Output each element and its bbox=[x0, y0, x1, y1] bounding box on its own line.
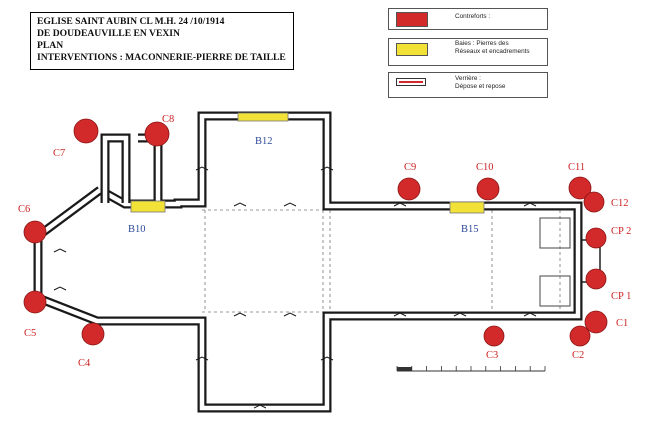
legend-box-2 bbox=[388, 38, 548, 66]
buttress-c10-label: C10 bbox=[476, 162, 494, 173]
wall-hatch-4 bbox=[233, 312, 247, 317]
buttress-c10-mark bbox=[476, 177, 500, 201]
wall-hatch-8 bbox=[523, 312, 537, 317]
buttress-c4-label: C4 bbox=[78, 358, 91, 369]
chancel-box-upper bbox=[539, 217, 571, 249]
buttress-cp1-label: CP 1 bbox=[611, 291, 631, 302]
buttress-c11-mark bbox=[568, 176, 592, 200]
wall-hatch-13 bbox=[195, 356, 209, 361]
wall-hatch-1 bbox=[283, 202, 297, 207]
bay-b15-label: B15 bbox=[461, 224, 479, 235]
chancel-box-lower bbox=[539, 275, 571, 307]
wall-outer-1 bbox=[100, 133, 131, 203]
buttress-c9-label: C9 bbox=[404, 162, 416, 173]
buttress-swatch-icon bbox=[396, 12, 428, 27]
wall-hatch-7 bbox=[453, 312, 467, 317]
bay-b10-label: B10 bbox=[128, 224, 146, 235]
buttress-c4-mark bbox=[81, 322, 105, 346]
buttress-c5-label: C5 bbox=[24, 328, 36, 339]
wall-hatch-2 bbox=[393, 202, 407, 207]
verriere-swatch-icon bbox=[396, 78, 426, 86]
wall-outer-0 bbox=[33, 111, 583, 413]
buttress-c12-mark bbox=[583, 191, 605, 213]
buttress-cp2-mark bbox=[585, 227, 607, 249]
buttress-c5-mark bbox=[23, 290, 47, 314]
buttress-cp2-label: CP 2 bbox=[611, 226, 631, 237]
wall-hatch-14 bbox=[320, 356, 334, 361]
buttress-c12-label: C12 bbox=[611, 198, 629, 209]
legend-label-baies: Baies : Pierres des Réseaux et encadreme… bbox=[455, 40, 530, 55]
wall-inner-1 bbox=[102, 135, 129, 203]
title-line-1: EGLISE SAINT AUBIN CL M.H. 24 /10/1914 bbox=[37, 16, 225, 27]
buttress-c6-label: C6 bbox=[18, 204, 30, 215]
buttress-c7-label: C7 bbox=[53, 148, 65, 159]
bay-b10-mark bbox=[130, 200, 166, 213]
buttress-c7-mark bbox=[73, 118, 99, 144]
legend-label-verriere: Verrière : Dépose et repose bbox=[455, 75, 506, 90]
buttress-c3-label: C3 bbox=[486, 350, 498, 361]
buttress-c8-mark bbox=[144, 121, 170, 147]
legend-label-contreforts: Contreforts : bbox=[455, 13, 491, 20]
title-block: EGLISE SAINT AUBIN CL M.H. 24 /10/1914 D… bbox=[30, 12, 294, 70]
wall-hatch-6 bbox=[393, 312, 407, 317]
wall-hatch-11 bbox=[195, 166, 209, 171]
wall-hatch-10 bbox=[253, 404, 267, 409]
bay-b15-mark bbox=[449, 201, 485, 214]
title-line-4: INTERVENTIONS : MACONNERIE-PIERRE DE TAI… bbox=[37, 52, 286, 63]
legend-box-1 bbox=[388, 8, 548, 30]
wall-hatch-0 bbox=[233, 202, 247, 207]
scale-bar-fill bbox=[397, 367, 412, 371]
buttress-c1-label: C1 bbox=[616, 318, 628, 329]
buttress-cp1-mark bbox=[585, 268, 607, 290]
buttress-c1-mark bbox=[584, 310, 608, 334]
buttress-c2-label: C2 bbox=[572, 350, 584, 361]
wall-hatch-12 bbox=[320, 166, 334, 171]
buttress-c9-mark bbox=[397, 177, 421, 201]
buttress-c8-label: C8 bbox=[162, 114, 174, 125]
buttress-c3-mark bbox=[483, 325, 505, 347]
wall-hatch-5 bbox=[283, 312, 297, 317]
buttress-c2-mark bbox=[569, 325, 591, 347]
wall-inner-0 bbox=[35, 113, 581, 411]
wall-outer-2 bbox=[138, 133, 163, 203]
bay-b12-mark bbox=[237, 112, 289, 122]
wall-hatch-3 bbox=[523, 202, 537, 207]
buttress-c11-label: C11 bbox=[568, 162, 585, 173]
title-line-2: DE DOUDEAUVILLE EN VEXIN bbox=[37, 28, 180, 39]
bay-b12-label: B12 bbox=[255, 136, 273, 147]
legend-box-3 bbox=[388, 72, 548, 98]
buttress-c6-mark bbox=[23, 220, 47, 244]
title-line-3: PLAN bbox=[37, 40, 64, 51]
wall-hatch-15 bbox=[53, 248, 67, 253]
wall-hatch-16 bbox=[53, 286, 67, 291]
bay-swatch-icon bbox=[396, 43, 428, 56]
